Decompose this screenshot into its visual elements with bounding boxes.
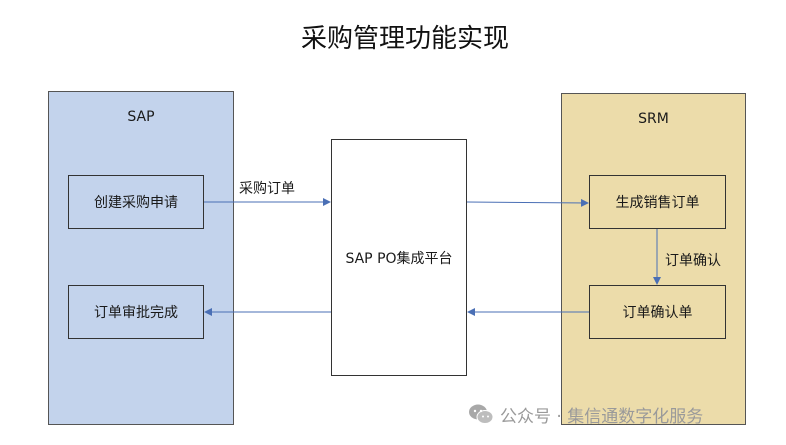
- sap-lane-label: SAP: [127, 109, 155, 125]
- order-confirmation-node: 订单确认单: [589, 285, 726, 339]
- order-approval-complete-node: 订单审批完成: [68, 285, 204, 339]
- create-purchase-request-node: 创建采购申请: [68, 175, 204, 229]
- watermark-text: 公众号 · 集信通数字化服务: [500, 406, 704, 427]
- sap-po-platform-node: SAP PO集成平台: [331, 139, 467, 376]
- wechat-icon: [469, 404, 494, 424]
- generate-sales-order-node: 生成销售订单: [589, 175, 726, 229]
- sap-lane: SAP: [48, 91, 234, 425]
- purchase-order-edge-label: 采购订单: [239, 181, 295, 197]
- arrow-platform-to-srm: [466, 198, 589, 207]
- srm-lane-label: SRM: [638, 111, 669, 127]
- diagram-title: 采购管理功能实现: [300, 24, 509, 54]
- watermark: 公众号 · 集信通数字化服务: [468, 400, 768, 428]
- order-confirm-edge-label: 订单确认: [665, 253, 721, 269]
- srm-lane: SRM: [561, 93, 746, 425]
